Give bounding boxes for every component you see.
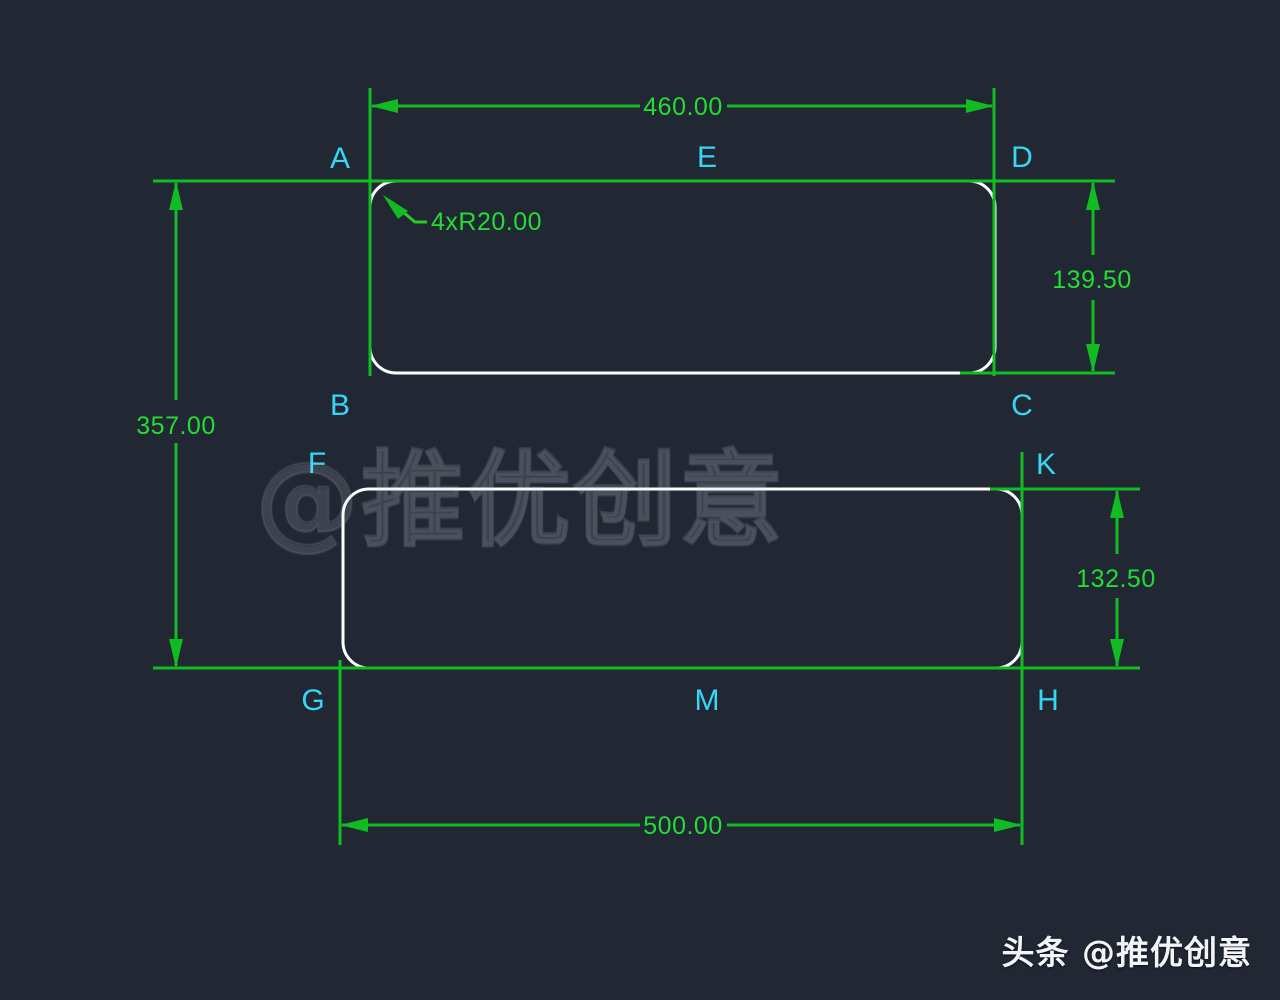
vertex-label-b: B [330,389,350,422]
arrowhead-fillet-leader [383,195,408,219]
arrowhead-500-right [994,818,1022,832]
dimension-132-50-text: 132.50 [1076,565,1155,593]
brand-handle-label: @推优创意 [1082,933,1252,972]
callout-fillet-radius-text: 4xR20.00 [431,208,542,236]
dimension-132-50: 132.50 [1076,489,1155,668]
brand-platform-label: 头条 [1001,933,1070,972]
arrowhead-132-top [1110,489,1124,518]
vertex-label-f: F [308,447,326,480]
arrowhead-139-top [1086,181,1100,210]
dimension-139-50: 139.50 [1052,181,1131,373]
lower-rounded-rect [341,487,1024,670]
dimension-500-text: 500.00 [643,812,722,840]
vertex-label-c: C [1011,389,1033,422]
brand-footer: 头条 @推优创意 [1002,926,1253,974]
dimension-357: 357.00 [136,181,215,668]
arrowhead-132-bottom [1110,639,1124,668]
dimension-500: 500.00 [340,812,1022,840]
vertex-label-m: M [695,684,720,717]
vertex-label-g: G [301,684,324,717]
vertex-label-h: H [1037,684,1059,717]
arrowhead-139-bottom [1086,344,1100,373]
dimension-139-50-text: 139.50 [1052,266,1131,294]
vertex-label-k: K [1036,448,1056,481]
vertex-label-d: D [1011,141,1033,174]
dimension-460: 460.00 [370,93,994,121]
dimension-460-text: 460.00 [643,93,722,121]
callout-fillet-radius: 4xR20.00 [383,195,542,236]
dimension-357-text: 357.00 [136,412,215,440]
arrowhead-460-left [370,99,398,113]
vertex-label-a: A [330,142,350,175]
arrowhead-460-right [966,99,994,113]
vertex-label-e: E [697,141,717,174]
arrowhead-357-bottom [169,639,183,668]
arrowhead-357-top [169,181,183,210]
arrowhead-500-left [340,818,368,832]
